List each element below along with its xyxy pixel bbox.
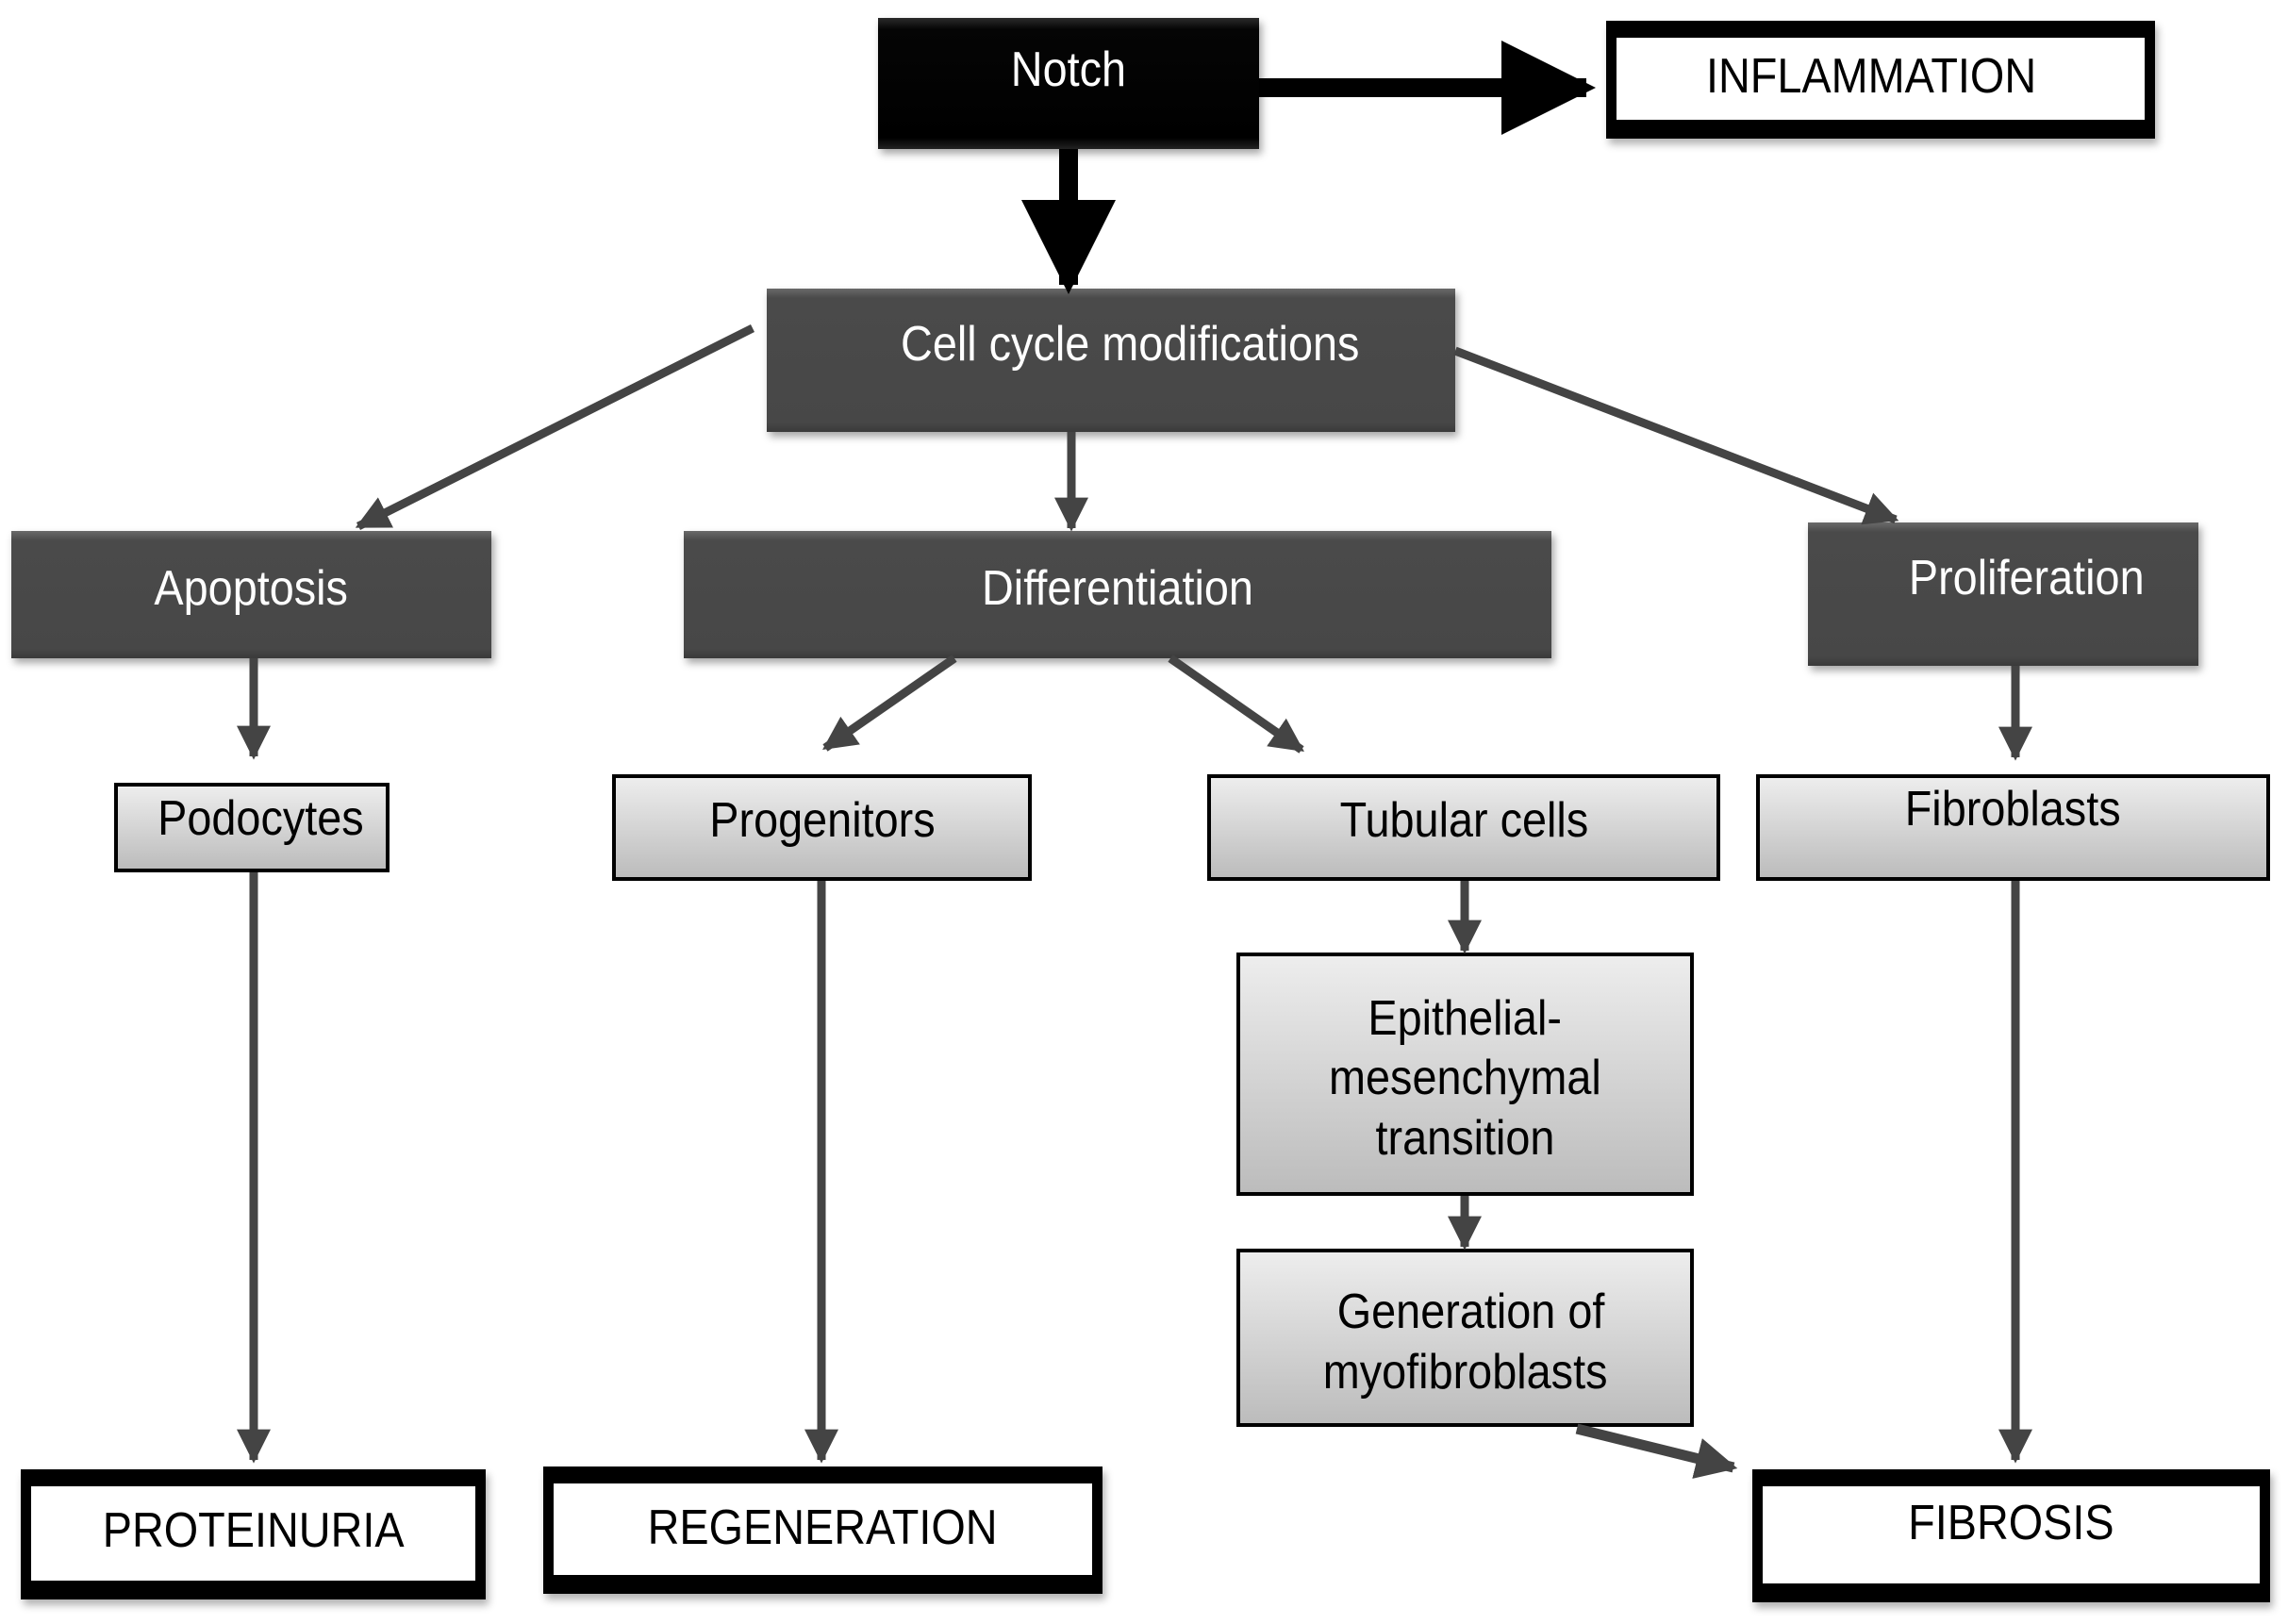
arrow-differentiation-to-tubular-cells xyxy=(1168,655,1304,754)
progenitors-node: Progenitors xyxy=(612,774,1032,881)
arrow-cell-cycle-to-apoptosis xyxy=(355,323,755,531)
fibroblasts-label: Fibroblasts xyxy=(1905,782,2121,837)
emt-node: Epithelial- mesenchymal transition xyxy=(1236,953,1694,1196)
emt-label-line3: transition xyxy=(1375,1110,1555,1166)
apoptosis-label: Apoptosis xyxy=(154,561,349,616)
emt-label-line1: Epithelial- xyxy=(1368,990,1563,1046)
tubular-cells-label: Tubular cells xyxy=(1339,793,1588,848)
podocytes-label: Podocytes xyxy=(157,791,364,846)
fibrosis-label: FIBROSIS xyxy=(1908,1496,2114,1550)
apoptosis-node: Apoptosis xyxy=(11,531,491,658)
inflammation-node: INFLAMMATION xyxy=(1606,21,2155,139)
proliferation-node: Proliferation xyxy=(1808,522,2198,666)
fibrosis-node: FIBROSIS xyxy=(1752,1469,2270,1602)
inflammation-label: INFLAMMATION xyxy=(1706,49,2037,104)
podocytes-node: Podocytes xyxy=(114,783,390,872)
fibroblasts-node: Fibroblasts xyxy=(1756,774,2270,881)
emt-label-line2: mesenchymal xyxy=(1329,1051,1601,1106)
differentiation-node: Differentiation xyxy=(684,531,1551,658)
myofibroblast-label-line2: myofibroblasts xyxy=(1322,1344,1608,1400)
proteinuria-label: PROTEINURIA xyxy=(102,1503,405,1558)
myofibroblast-label-line1: Generation of xyxy=(1336,1284,1605,1340)
proliferation-label: Proliferation xyxy=(1909,551,2145,605)
progenitors-label: Progenitors xyxy=(708,793,936,848)
cell-cycle-node: Cell cycle modifications xyxy=(767,289,1455,432)
regeneration-node: REGENERATION xyxy=(543,1467,1103,1594)
differentiation-label: Differentiation xyxy=(982,561,1253,616)
arrow-myofibroblasts-to-fibrosis xyxy=(1575,1423,1738,1479)
regeneration-label: REGENERATION xyxy=(648,1500,998,1555)
proteinuria-node: PROTEINURIA xyxy=(21,1469,486,1599)
arrow-cell-cycle-to-proliferation xyxy=(1453,346,1899,525)
notch-label: Notch xyxy=(1010,42,1127,97)
arrow-differentiation-to-progenitors xyxy=(822,655,957,752)
tubular-cells-node: Tubular cells xyxy=(1207,774,1720,881)
notch-node: Notch xyxy=(878,18,1259,149)
cell-cycle-label: Cell cycle modifications xyxy=(900,317,1360,372)
myofibroblast-node: Generation of myofibroblasts xyxy=(1236,1249,1694,1427)
